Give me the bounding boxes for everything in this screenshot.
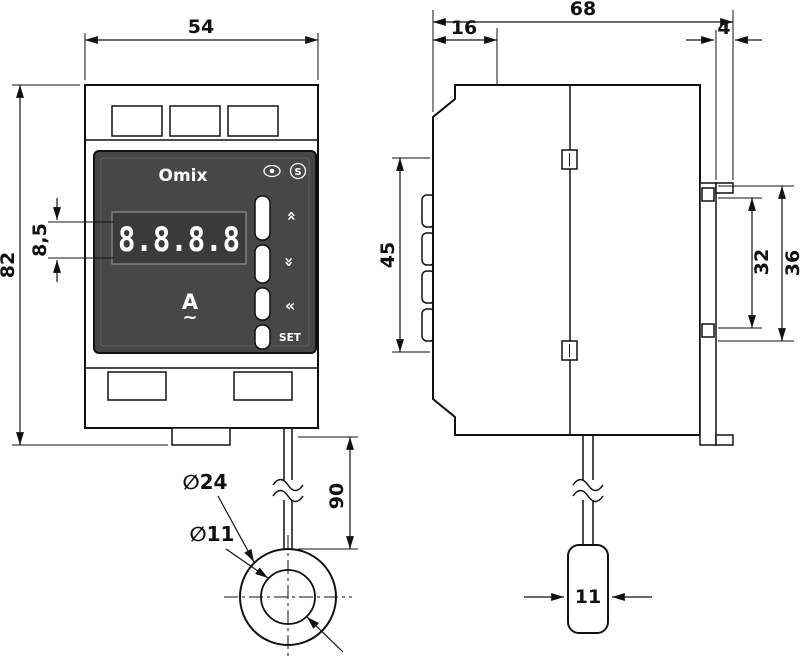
dim-digit-height: 8,5 — [29, 198, 114, 282]
cable-break-mark — [272, 489, 304, 503]
panel-bezel — [100, 157, 310, 347]
chevron-up-icon: » — [281, 211, 300, 221]
side-body — [432, 84, 701, 436]
dim-label: 4 — [717, 17, 730, 39]
dim-label: 82 — [0, 252, 19, 278]
din-clip-tab — [171, 427, 231, 446]
set-button — [254, 324, 271, 350]
din-rail-hook-top — [715, 182, 734, 194]
label-coil-inner-dia: ∅11 — [190, 522, 344, 653]
dim-front-depth: 16 — [433, 17, 498, 85]
dim-cable-length: 90 — [298, 436, 358, 550]
cable-break-mark — [272, 478, 304, 492]
brand-logo: Omix — [159, 166, 208, 186]
set-button-label: SET — [279, 332, 302, 344]
top-cover-window — [169, 105, 221, 137]
rail-stop — [701, 187, 715, 202]
ac-wave-symbol: ~ — [182, 307, 197, 328]
dim-label: 11 — [575, 586, 601, 608]
dim-label: 32 — [751, 249, 773, 275]
front-view: Omix S 8.8.8.8 A ~ » » « SET — [84, 84, 319, 446]
ampere-symbol: A — [182, 290, 199, 314]
cert-mark-icon: S — [289, 162, 307, 180]
side-cable-and-sensor — [567, 435, 609, 634]
dim-front-width: 54 — [84, 16, 319, 80]
dim-clip-width: 4 — [686, 17, 762, 180]
dim-depth: 68 — [432, 0, 734, 180]
dim-label: 8,5 — [29, 223, 51, 257]
display-digits: 8.8.8.8 — [118, 220, 240, 260]
up-button — [254, 195, 271, 241]
dim-label: ∅11 — [190, 522, 235, 546]
back-button — [254, 287, 271, 321]
svg-text:S: S — [294, 167, 301, 178]
dim-rail-inner: 32 — [718, 197, 773, 329]
dim-label: 16 — [451, 17, 477, 39]
down-button — [254, 244, 271, 284]
chevron-down-icon: » — [280, 257, 299, 267]
dim-label: 54 — [188, 16, 214, 38]
dim-rail-outer: 36 — [718, 185, 800, 342]
dim-label: 45 — [377, 242, 399, 268]
lcd-display — [111, 211, 247, 265]
chevron-back-icon: « — [285, 296, 295, 315]
side-view — [421, 84, 734, 446]
terminal-block — [233, 371, 293, 401]
rail-stop — [701, 323, 715, 338]
cable-break-mark — [572, 489, 604, 503]
dim-sensor-width: 11 — [524, 586, 652, 608]
dim-label: 90 — [326, 483, 348, 509]
dim-label: 36 — [782, 250, 800, 276]
dim-label: 68 — [570, 0, 596, 20]
label-coil-outer-dia: ∅24 — [183, 470, 255, 563]
top-cover-window — [111, 105, 163, 137]
din-rail-hook-bottom — [715, 434, 734, 446]
eye-icon — [263, 164, 281, 178]
sensor-body — [567, 544, 609, 634]
top-cover-window — [227, 105, 279, 137]
dim-terminal-height: 45 — [377, 157, 430, 353]
cable-break-mark — [572, 478, 604, 492]
front-cable-and-coil — [224, 428, 352, 660]
dim-front-height: 82 — [0, 84, 168, 446]
dim-label: ∅24 — [183, 470, 228, 494]
terminal-block — [107, 371, 167, 401]
din-rail-flange — [699, 182, 717, 446]
